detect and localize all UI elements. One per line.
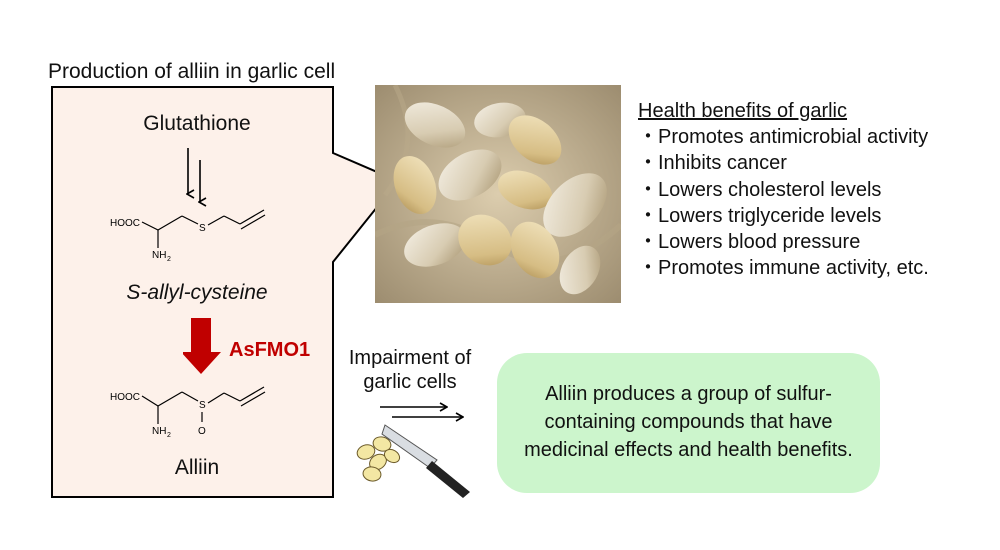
s-allyl-cysteine-structure: HOOC NH 2 S — [110, 209, 266, 263]
alliin-sulfur-label: S — [199, 400, 206, 411]
alliin-structure: HOOC NH 2 S O — [110, 386, 266, 439]
alliin-acid-label: HOOC — [110, 392, 140, 403]
benefit-item: ・Promotes antimicrobial activity — [638, 126, 929, 148]
enzyme-label: AsFMO1 — [229, 339, 311, 361]
benefit-item: ・Lowers cholesterol levels — [638, 178, 882, 201]
health-benefits-list: ・Promotes antimicrobial activity ・Inhibi… — [638, 124, 929, 282]
enzymatic-conversion-arrow — [183, 318, 221, 374]
result-line-1: Alliin produces a group of sulfur- — [545, 383, 832, 405]
alliin-amine-label: NH — [152, 426, 166, 437]
sliced-garlic-and-knife-icon — [356, 424, 470, 498]
garlic-cloves-photo — [375, 85, 621, 303]
result-line-2: containing compounds that have — [544, 411, 833, 433]
sac-amine-subscript: 2 — [167, 256, 171, 263]
alliin-amine-subscript: 2 — [167, 432, 171, 439]
alliin-label: Alliin — [174, 456, 220, 479]
sac-acid-label: HOOC — [110, 218, 140, 229]
diagram-title: Production of alliin in garlic cell — [48, 60, 336, 83]
result-box — [497, 353, 880, 493]
benefit-item: ・Inhibits cancer — [638, 152, 787, 175]
benefit-item: ・Promotes immune activity, etc. — [638, 257, 929, 280]
impairment-label: Impairment of garlic cells — [348, 347, 472, 393]
s-allyl-cysteine-label: S-allyl-cysteine — [126, 281, 268, 304]
result-text: Alliin produces a group of sulfur- conta… — [497, 380, 880, 464]
benefit-item: ・Lowers triglyceride levels — [638, 204, 882, 227]
sac-amine-label: NH — [152, 250, 166, 261]
glutathione-label: Glutathione — [143, 112, 251, 135]
alliin-oxygen-label: O — [198, 426, 206, 437]
health-benefits-title: Health benefits of garlic — [638, 100, 848, 122]
sac-sulfur-label: S — [199, 223, 206, 234]
result-line-3: medicinal effects and health benefits. — [524, 439, 853, 461]
benefit-item: ・Lowers blood pressure — [638, 231, 861, 254]
